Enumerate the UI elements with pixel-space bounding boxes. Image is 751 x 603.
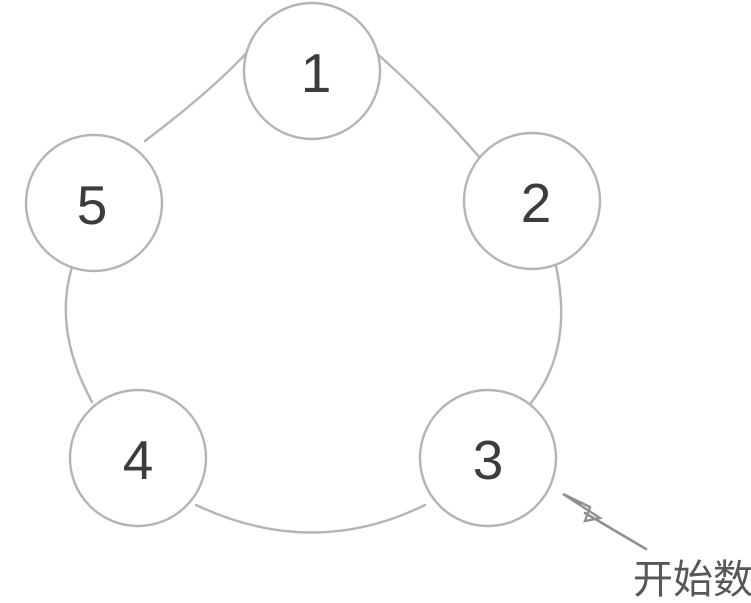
node-4[interactable]: 4 (68, 388, 208, 528)
edge-1-to-2 (372, 49, 483, 161)
start-pointer-annotation: 开始数 (562, 492, 751, 603)
edge-4-to-5 (64, 265, 94, 404)
start-pointer-arrow-head (562, 492, 604, 523)
node-3-circle[interactable] (418, 388, 558, 528)
node-5-label: 5 (77, 174, 108, 236)
edge-5-to-1 (143, 47, 252, 143)
node-4-circle[interactable] (68, 388, 208, 528)
node-5[interactable]: 5 (24, 133, 164, 273)
start-pointer-label: 开始数 (633, 557, 751, 603)
edge-2-to-3 (528, 264, 563, 406)
node-4-label: 4 (123, 429, 154, 491)
node-3[interactable]: 3 (418, 388, 558, 528)
node-2-label: 2 (521, 172, 552, 234)
node-2[interactable]: 2 (462, 131, 602, 271)
node-1-label: 1 (301, 42, 332, 104)
edge-group (64, 47, 563, 534)
edge-3-to-4 (194, 503, 427, 534)
node-1[interactable]: 1 (242, 1, 382, 141)
node-3-label: 3 (473, 429, 504, 491)
node-2-circle[interactable] (462, 131, 602, 271)
node-5-circle[interactable] (24, 133, 164, 273)
node-1-circle[interactable] (242, 1, 382, 141)
